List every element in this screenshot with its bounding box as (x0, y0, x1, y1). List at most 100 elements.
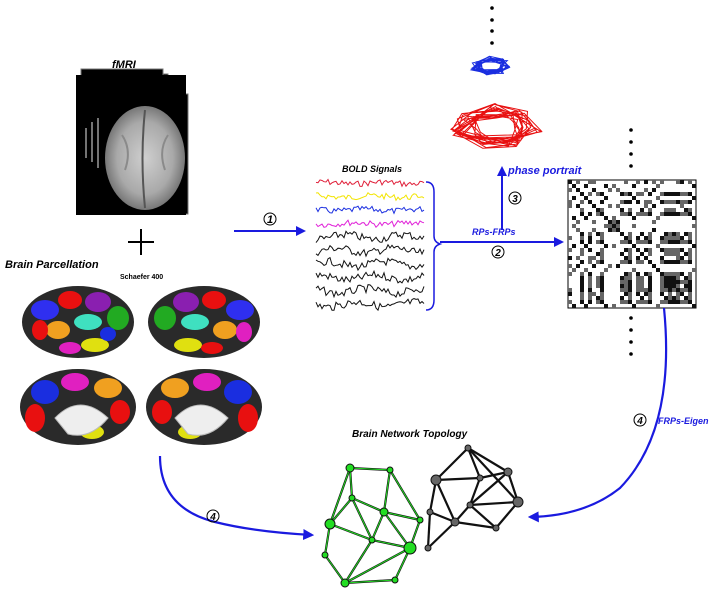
matrix-cell (640, 240, 644, 244)
frps-eigen-label: FRPs-Eigen (658, 416, 709, 426)
matrix-cell (620, 280, 624, 284)
network-edge-highlight (371, 511, 385, 541)
matrix-cell (660, 256, 664, 260)
matrix-cell (620, 208, 624, 212)
phase-trajectory (469, 55, 511, 76)
matrix-cell (588, 272, 592, 276)
matrix-cell (620, 252, 624, 256)
matrix-cell (644, 212, 648, 216)
matrix-cell (648, 200, 652, 204)
recurrence-plot-matrix (567, 179, 697, 309)
matrix-cell (624, 248, 628, 252)
matrix-cell (604, 184, 608, 188)
network-node (345, 463, 355, 473)
matrix-cell (688, 208, 692, 212)
matrix-cell (668, 236, 672, 240)
network-edge-highlight (383, 511, 421, 521)
matrix-cell (676, 192, 680, 196)
matrix-cell (628, 276, 632, 280)
matrix-cell (568, 188, 572, 192)
matrix-cell (688, 300, 692, 304)
parcellation-medial-left (20, 369, 136, 445)
matrix-cell (672, 280, 676, 284)
matrix-cell (676, 252, 680, 256)
matrix-cell (640, 300, 644, 304)
matrix-cell (636, 300, 640, 304)
network-edge (426, 511, 432, 549)
matrix-cell (600, 192, 604, 196)
matrix-cell (672, 296, 676, 300)
network-node (416, 516, 424, 524)
matrix-cell (568, 200, 572, 204)
matrix-cell (636, 236, 640, 240)
matrix-cell (592, 228, 596, 232)
matrix-cell (600, 288, 604, 292)
network-node (340, 578, 350, 588)
matrix-cell (676, 260, 680, 264)
matrix-cell (596, 284, 600, 288)
matrix-cell (580, 300, 584, 304)
matrix-cell (580, 252, 584, 256)
network-edge-highlight (324, 554, 346, 584)
matrix-cell (612, 244, 616, 248)
matrix-cell (632, 184, 636, 188)
network-edge-highlight (383, 511, 411, 549)
matrix-cell (664, 280, 668, 284)
matrix-cell (680, 280, 684, 284)
matrix-cell (640, 208, 644, 212)
network-edge (466, 447, 482, 479)
matrix-cell (660, 200, 664, 204)
matrix-cell (692, 184, 696, 188)
matrix-cell (652, 180, 656, 184)
matrix-cell (680, 260, 684, 264)
matrix-cell (680, 212, 684, 216)
matrix-cell (588, 192, 592, 196)
matrix-cell (608, 220, 612, 224)
matrix-cell (644, 272, 648, 276)
matrix-cell (620, 296, 624, 300)
network-node (426, 508, 434, 516)
matrix-cell (584, 216, 588, 220)
network-edge-highlight (383, 469, 391, 513)
network-edge-highlight (329, 497, 353, 525)
matrix-cell (676, 284, 680, 288)
parcellation-medial-right (146, 369, 262, 445)
matrix-cell (588, 280, 592, 284)
parcellation-lateral-right (148, 286, 260, 358)
matrix-cell (664, 240, 668, 244)
matrix-cell (580, 292, 584, 296)
matrix-cell (572, 184, 576, 188)
matrix-cell (656, 268, 660, 272)
matrix-cell (576, 264, 580, 268)
matrix-cell (688, 288, 692, 292)
matrix-cell (596, 260, 600, 264)
matrix-cell (584, 244, 588, 248)
matrix-cell (684, 232, 688, 236)
matrix-cell (672, 232, 676, 236)
matrix-cell (592, 220, 596, 224)
matrix-cell (584, 304, 588, 308)
matrix-cell (568, 264, 572, 268)
matrix-cell (676, 288, 680, 292)
network-edge (469, 500, 519, 507)
matrix-cell (680, 240, 684, 244)
matrix-cell (692, 196, 696, 200)
network-node (430, 474, 442, 486)
matrix-cell (676, 200, 680, 204)
matrix-cell (672, 236, 676, 240)
matrix-cell (568, 272, 572, 276)
matrix-cell (580, 272, 584, 276)
network-edge (469, 504, 497, 529)
matrix-cell (668, 300, 672, 304)
matrix-cell (632, 196, 636, 200)
matrix-cell (588, 288, 592, 292)
matrix-cell (688, 296, 692, 300)
matrix-cell (600, 276, 604, 280)
arrow-matrix-to-network (527, 307, 668, 523)
network-edge-highlight (351, 497, 385, 513)
matrix-cell (672, 288, 676, 292)
matrix-cell (652, 264, 656, 268)
matrix-cell (592, 292, 596, 296)
matrix-cell (604, 304, 608, 308)
matrix-cell (668, 192, 672, 196)
